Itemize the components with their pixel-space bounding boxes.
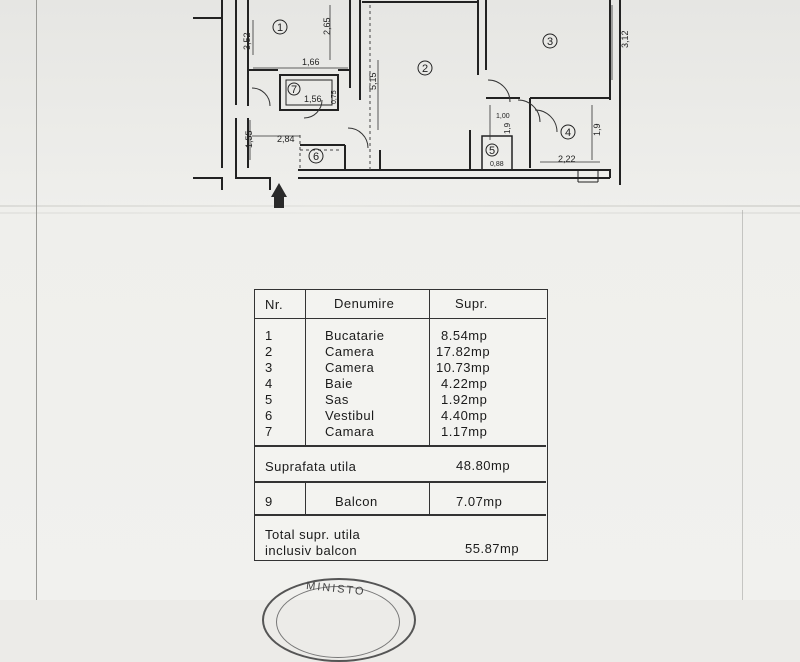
row-name: Camera (325, 360, 375, 375)
row-area: 1.92mp (441, 392, 488, 407)
total-label-line2: inclusiv balcon (265, 543, 358, 558)
room-number: 1 (277, 22, 283, 34)
dimension-label: 1,66 (302, 57, 320, 67)
dimension-label: 3,12 (620, 30, 630, 48)
balcony-area: 7.07mp (456, 494, 503, 509)
row-name: Bucatarie (325, 328, 385, 343)
area-table: Nr. Denumire Supr. 1 Bucatarie 8.54mp 2 … (254, 289, 548, 561)
dimension-label: 1,9 (592, 123, 602, 136)
paper-fold (0, 205, 800, 207)
room-number: 5 (489, 145, 495, 157)
row-nr: 2 (265, 344, 273, 359)
row-area: 1.17mp (441, 424, 488, 439)
dimension-label: 0,75 (331, 90, 338, 104)
room-number: 6 (313, 151, 319, 163)
entry-arrow-icon (271, 183, 287, 208)
room-number: 2 (422, 63, 428, 75)
row-area: 8.54mp (441, 328, 488, 343)
row-area: 4.22mp (441, 376, 488, 391)
total-label-line1: Total supr. utila (265, 527, 361, 542)
dimension-label: 0,88 (490, 161, 504, 168)
paper-margin-line (742, 210, 743, 600)
balcony-nr: 9 (265, 494, 273, 509)
total-value: 55.87mp (465, 541, 520, 556)
useful-area-label: Suprafata utila (265, 459, 357, 474)
row-nr: 6 (265, 408, 273, 423)
dimension-label: 1,56 (304, 94, 322, 104)
row-name: Vestibul (325, 408, 375, 423)
paper-margin-line (36, 0, 37, 600)
official-stamp-inner-ring (276, 586, 400, 658)
header-name: Denumire (334, 296, 395, 311)
row-area: 17.82mp (436, 344, 491, 359)
row-name: Sas (325, 392, 349, 407)
row-nr: 1 (265, 328, 273, 343)
floor-plan: 1 2 3 4 5 6 7 3,52 2,65 1,66 1,56 0,75 5… (193, 0, 630, 208)
room-number: 3 (547, 36, 553, 48)
row-area: 4.40mp (441, 408, 488, 423)
row-name: Baie (325, 376, 354, 391)
row-nr: 7 (265, 424, 273, 439)
dimension-label: 2,84 (277, 134, 295, 144)
row-nr: 5 (265, 392, 273, 407)
row-nr: 4 (265, 376, 273, 391)
paper-fold (0, 212, 800, 214)
row-name: Camera (325, 344, 375, 359)
room-number: 7 (291, 84, 297, 96)
row-nr: 3 (265, 360, 273, 375)
room-number: 4 (565, 127, 571, 139)
row-name: Camara (325, 424, 375, 439)
dimension-label: 5,15 (368, 72, 378, 90)
dimension-label: 2,22 (558, 154, 576, 164)
dimension-label: 1,9 (503, 122, 512, 134)
dimension-label: 1,00 (496, 113, 510, 120)
row-area: 10.73mp (436, 360, 491, 375)
header-area: Supr. (455, 296, 488, 311)
dimension-label: 2,65 (322, 17, 332, 35)
header-nr: Nr. (265, 297, 284, 312)
dimension-label: 1,55 (244, 130, 254, 148)
balcony-name: Balcon (335, 494, 378, 509)
useful-area-value: 48.80mp (456, 458, 511, 473)
dimension-label: 3,52 (242, 32, 252, 50)
